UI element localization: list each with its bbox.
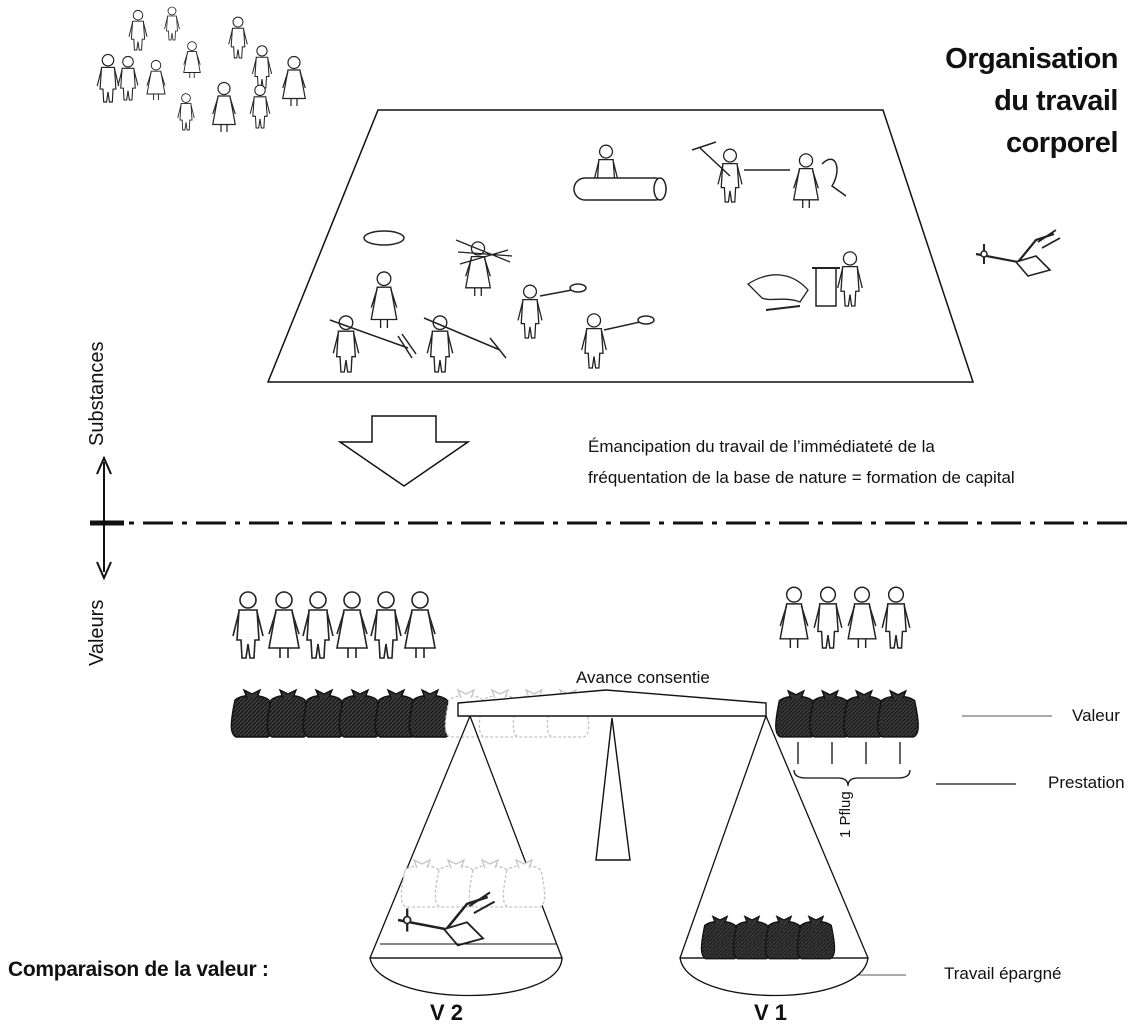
pan-right-contents [700,915,836,960]
workers-left-row [232,591,436,659]
emancipation-line-1: Émancipation du travail de l’immédiateté… [588,437,935,456]
pflug-label: 1 Pflug [837,791,854,838]
pan-left-contents [380,859,556,947]
legend-valeur: Valeur [1072,706,1120,725]
comparison-label: Comparaison de la valeur : [8,958,269,981]
axis-label-valeurs: Valeurs [86,599,108,666]
legend-prestation: Prestation [1048,773,1125,792]
crowd-of-people-icon [96,6,306,133]
emancipation-line-2: fréquentation de la base de nature = for… [588,468,1015,487]
pan-label-v1: V 1 [754,1000,788,1025]
title-line-1: Organisation [945,43,1118,75]
plough-icon [974,228,1062,278]
title-line-2: du travail [994,85,1118,117]
double-arrow-icon [96,455,112,581]
farm-workers-field-icon [266,109,975,383]
title-line-3: corporel [1005,127,1119,159]
emancipation-note: Émancipation du travail de l’immédiateté… [588,431,1015,493]
workers-right-row [779,586,911,649]
down-arrow-icon [337,415,471,487]
diagram-title: Organisation du travail corporel [945,38,1118,164]
pan-label-v2: V 2 [430,1000,464,1025]
prestation-brace [793,742,911,787]
axis-label-substances: Substances [86,341,108,446]
avance-consentie-label: Avance consentie [576,668,710,687]
legend-travail-epargne: Travail épargné [944,964,1062,983]
balance-scale-icon [369,689,869,997]
sacks-right-row [775,690,919,738]
